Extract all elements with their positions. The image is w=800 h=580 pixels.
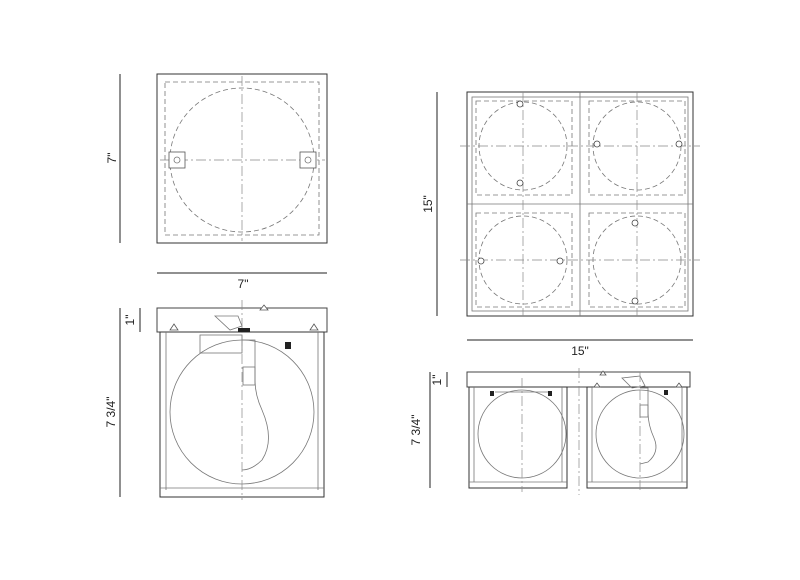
single-canopy-label: 1" [123,315,137,326]
double-canopy-label: 1" [430,375,444,386]
double-top-view [460,91,700,317]
double-side-view [466,368,691,495]
single-top-width-label: 7" [238,277,249,291]
single-top-view [156,73,328,244]
double-top-height-label: 15" [421,195,435,213]
single-top-height-label: 7" [105,153,119,164]
single-side-view [156,300,328,500]
double-side-height-label: 7 3/4" [409,415,423,446]
single-side-height-label: 7 3/4" [104,397,118,428]
double-top-width-label: 15" [571,344,589,358]
